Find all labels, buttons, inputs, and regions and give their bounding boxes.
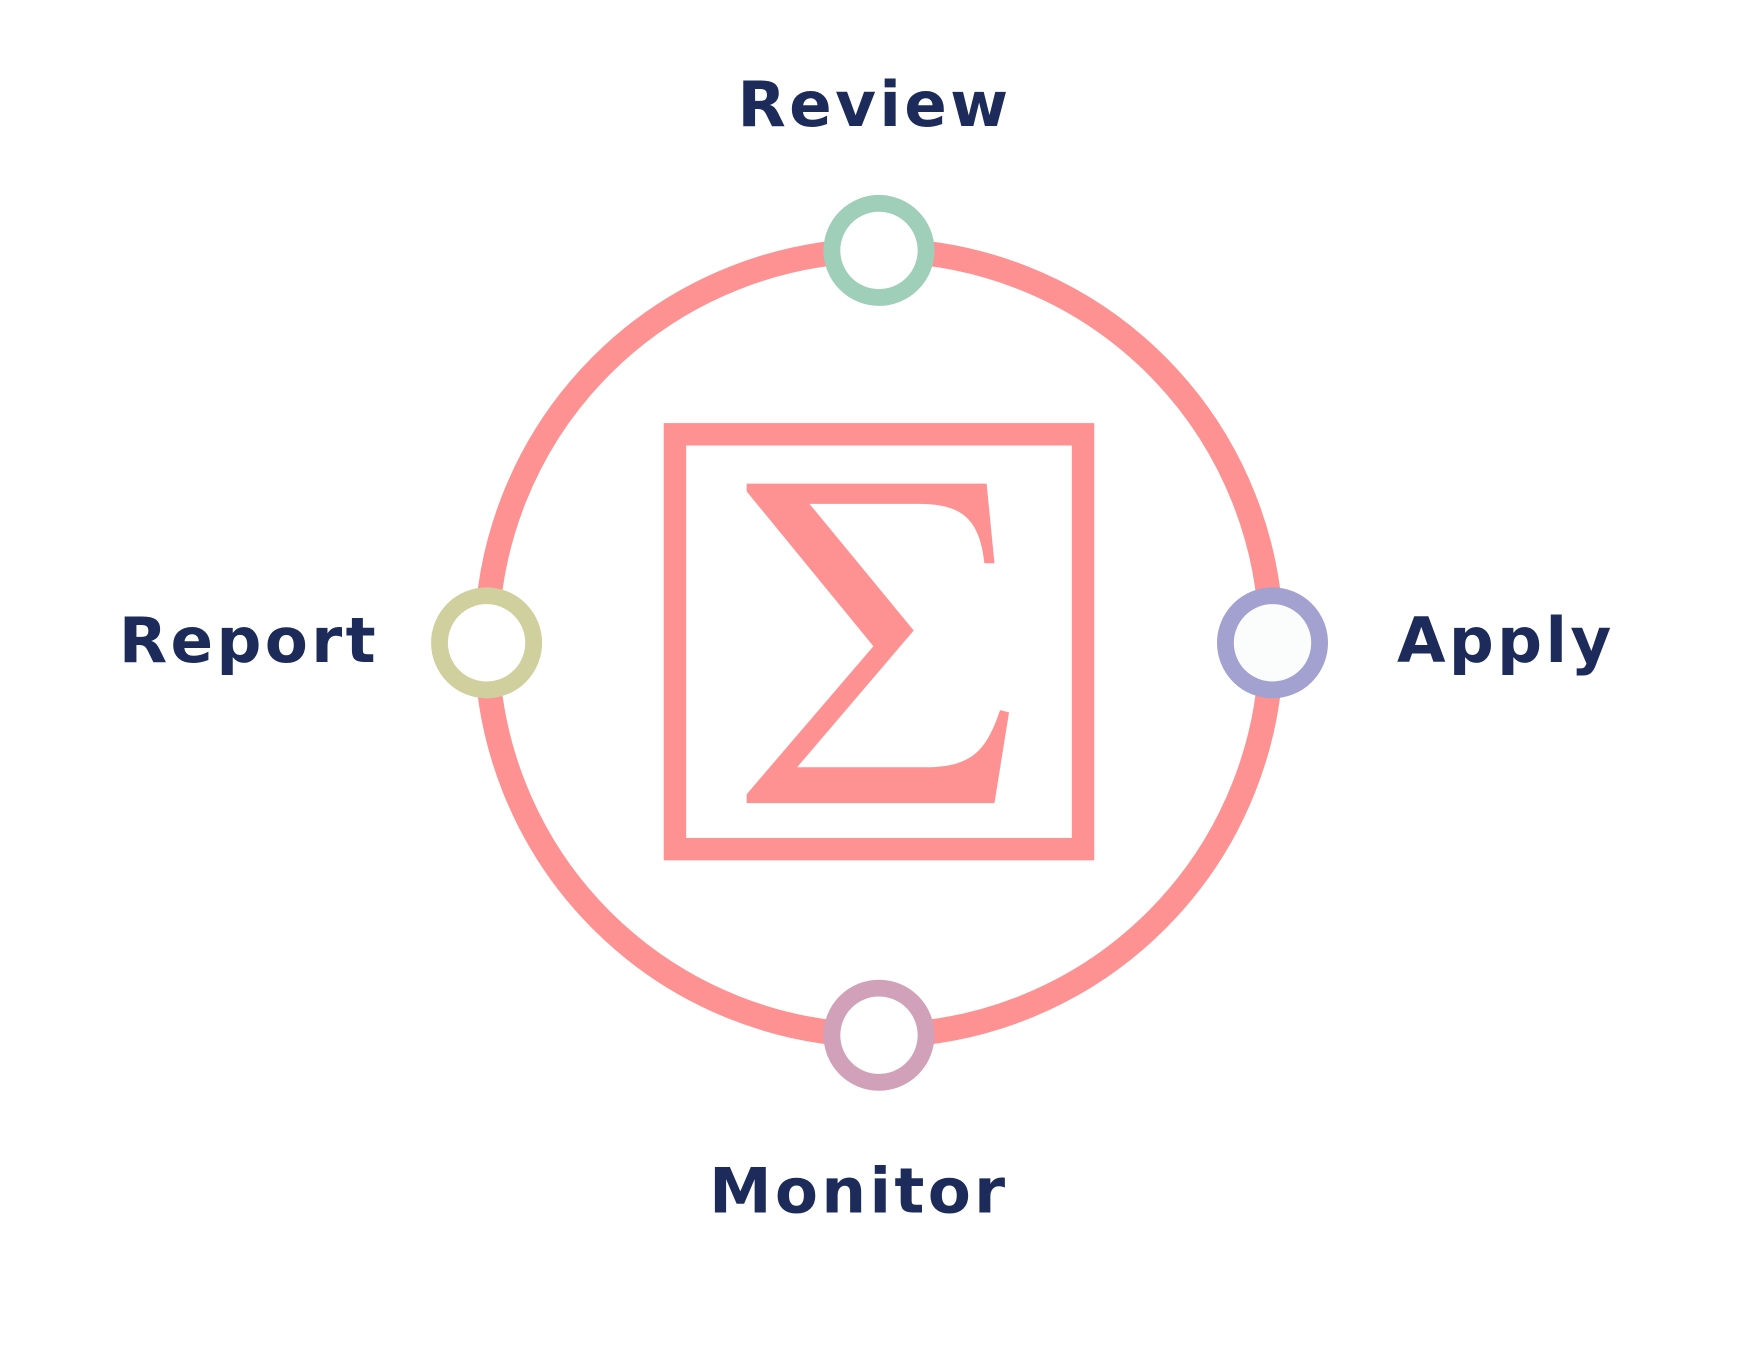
center-frame [663,423,1095,861]
stage-node-report[interactable] [431,587,543,699]
stage-label-apply: Apply [1397,604,1615,677]
stage-node-monitor[interactable] [823,979,935,1091]
stage-node-review[interactable] [823,194,935,306]
stage-label-monitor: Monitor [709,1154,1008,1227]
stage-node-apply[interactable] [1217,587,1329,699]
stage-label-review: Review [737,68,1011,141]
sigma-icon [746,483,1010,804]
stage-label-report: Report [119,604,379,677]
